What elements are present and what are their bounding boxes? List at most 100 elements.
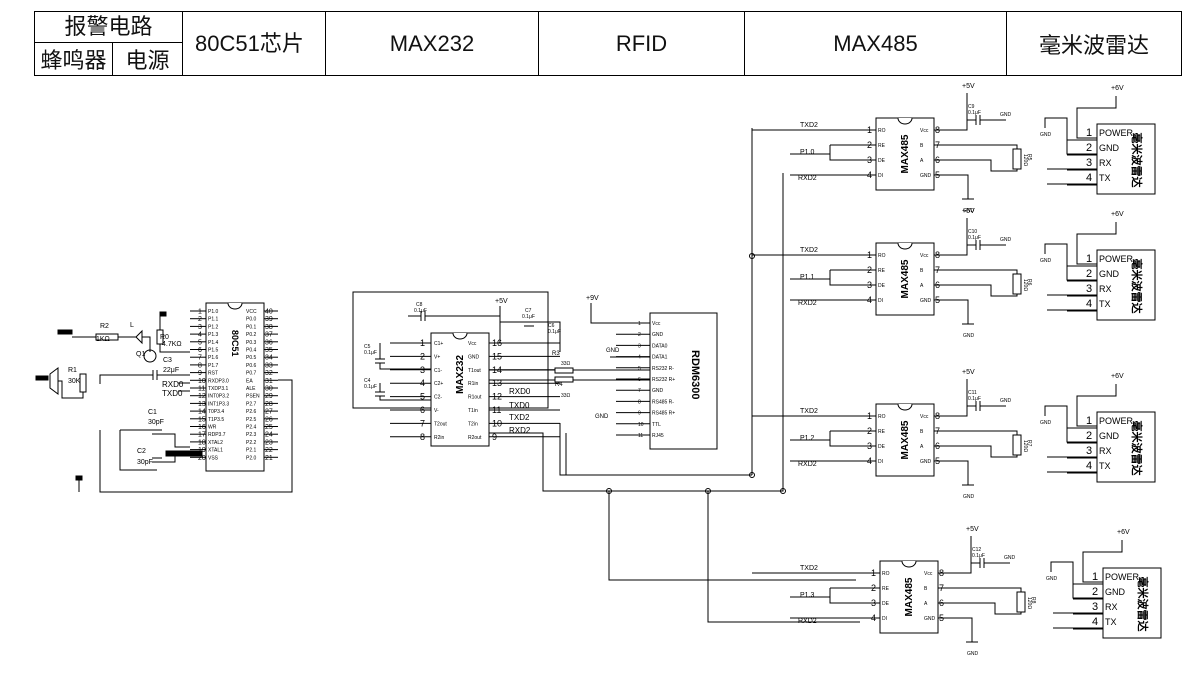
b-wire [956,269,1018,274]
radar-pin-label: RX [1099,284,1112,294]
max232-right-pin-number: 14 [492,365,502,375]
mcu-rxd-label: RXD0 [162,380,184,389]
mcu-right-pin-number: 29 [265,393,273,400]
rfid-label: RFID [538,11,745,76]
c6-value: 0.1μF [548,329,561,335]
mcu-left-pin-label: TXDP3.1 [208,386,229,392]
max232-right-pin-label: R1out [468,395,482,401]
max485-left-pin-label: DE [882,601,890,607]
r0-value: 4.7KΩ [162,341,182,348]
rfid-module-body [649,312,718,450]
max485-left-pin-number: 2 [867,265,872,275]
max485-left-pin-label: RO [878,414,886,420]
rfid-name: RDM6300 [689,350,701,400]
c2-label: C2 [137,448,146,455]
radar-gnd-wire [1044,243,1097,281]
radar-pin-number: 2 [1086,268,1092,280]
max485-cap-label: C10 [968,229,977,235]
radar-module-body [1096,123,1156,195]
mcu-left-pin-label: T1P3.5 [208,417,224,423]
rfid-pin-label: Vcc [652,321,661,327]
max485-right-pin-label: B [924,586,928,592]
txd2-bus [559,423,752,476]
net-txd2: TXD2 [509,413,530,422]
c4-label: C4 [364,378,371,384]
max232-left-pin-number: 6 [420,405,425,415]
mcu-right-pin-label: VCC [246,309,257,315]
rfid-pin-label: RS232 R- [652,366,674,372]
r2-value: 1KΩ [96,336,110,343]
mcu-left-pin-number: 1 [198,309,202,316]
max485-cap-label: C11 [968,390,977,396]
max485-cap-gnd: GND [1000,237,1012,243]
termination-resistor [1012,434,1022,456]
max485-left-pin-label: DE [878,283,886,289]
mcu-right-pin-label: P2.4 [246,425,257,431]
max485-p-label: P1.2 [800,435,815,442]
mcu-left-pin-label: P1.7 [208,363,219,369]
mcu-right-pin-label: P0.7 [246,371,257,377]
chip-label: 80C51芯片 [182,11,326,76]
mcu-right-pin-label: P0.2 [246,332,257,338]
c3-left [99,374,153,384]
max232-left-pin-number: 3 [420,365,425,375]
radar-vcc-wire [1076,384,1117,427]
max485-cap-value: 0.1μF [968,110,981,116]
max485-right-pin-label: B [920,143,924,149]
mcu-right-pin-number: 35 [265,347,273,354]
r0-to-p1 [159,344,190,353]
max485-left-pin-number: 1 [867,250,872,260]
b-wire [956,144,1018,149]
buzzer-return [58,380,84,399]
mcu-left-pin-number: 14 [198,409,206,416]
radar-pin-number: 4 [1086,298,1092,310]
mcu-left-pin-label: INT0P3.2 [208,394,229,400]
max485-left-pin-number: 2 [871,583,876,593]
alarm-vcc-mark [159,311,167,317]
max485-left-pin-label: RO [878,253,886,259]
max485-cap-gnd: GND [1000,398,1012,404]
c7-wire [500,321,561,352]
l-to-q1 [142,336,151,352]
max485-txd-label: TXD2 [800,247,818,254]
mcu-left-pin-number: 12 [198,393,206,400]
max485-right-pin-number: 7 [939,583,944,593]
rfid-pin-number: 11 [638,433,643,439]
max485-left-pin-label: DI [878,298,883,304]
max232-left-pin-number: 8 [420,432,425,442]
radar-gnd-wire [1050,561,1103,599]
max485-gnd-wire [956,174,969,191]
rfid-pin-number: 4 [638,355,641,361]
mcu-right-pin-number: 25 [265,424,273,431]
c5-wire2 [379,363,431,370]
mcu-right-pin-label: P0.3 [246,340,257,346]
max485-right-pin-number: 8 [939,568,944,578]
max485-left-pin-label: DE [878,158,886,164]
mcu-left-pin-label: VSS [208,455,219,461]
max485-rxd-label: RXD2 [798,618,817,625]
c4-value: 0.1μF [364,384,377,390]
max232-right-pin-number: 12 [492,392,502,402]
radar-pin-label: GND [1099,431,1120,441]
radar-name: 毫米波雷达 [1130,133,1144,188]
max485-left-pin-label: DI [882,616,887,622]
wires [58,93,1123,642]
radar-pin-label: GND [1105,587,1126,597]
max485-right-pin-number: 6 [935,441,940,451]
mcu-right-pin-number: 31 [265,378,273,385]
termination-resistor-value: 120Ω [1022,154,1028,166]
radar-gnd-wire [1044,405,1097,443]
max232-left-pin-number: 2 [420,351,425,361]
max485-right-pin-label: Vcc [920,253,929,259]
max232-right-pin-label: T1in [468,408,478,414]
max485-vcc-wire [960,536,972,574]
max485-gnd-label: GND [963,333,975,339]
rfid-pin-label: DATA1 [652,355,668,361]
rfid-pin-label: RS232 R+ [652,377,675,383]
radar-vcc: +6V [1111,85,1124,92]
max485-right-pin-label: GND [920,173,932,179]
radar-pin-label: GND [1099,143,1120,153]
mcu-right-pin-label: P2.6 [246,409,257,415]
mcu-right-pin-number: 28 [265,401,273,408]
